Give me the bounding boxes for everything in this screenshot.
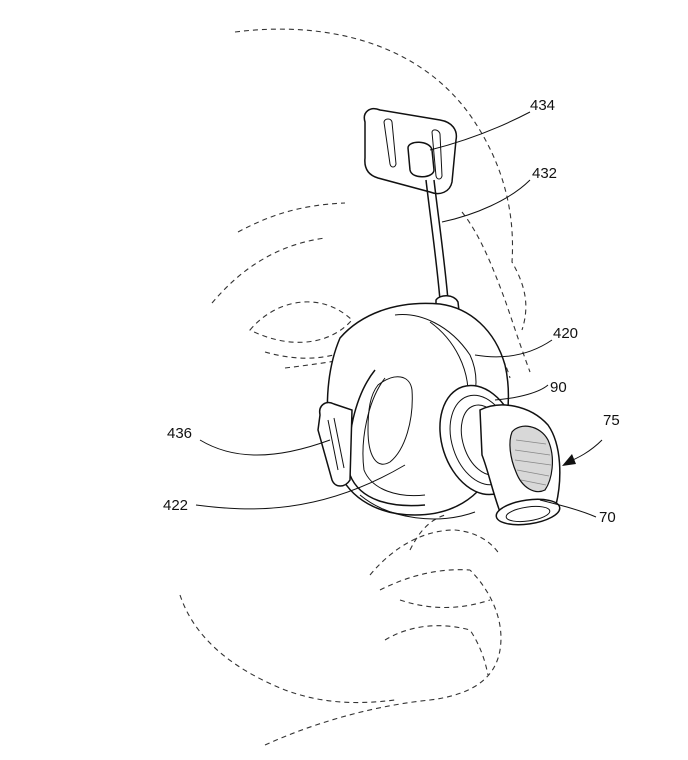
mouth-upper — [369, 529, 501, 576]
forehead-pad — [363, 108, 458, 195]
chin-inner — [384, 625, 489, 676]
forehead-pad-slot-right — [431, 129, 443, 180]
label-436: 436 — [167, 425, 192, 442]
label-422: 422 — [163, 497, 188, 514]
leader-420 — [474, 339, 553, 358]
headgear-clip — [317, 401, 353, 487]
lip-line — [399, 599, 491, 609]
cushion-inner — [362, 377, 426, 497]
chin-contour — [264, 569, 502, 746]
label-75: 75 — [603, 412, 620, 429]
elbow-assembly — [479, 404, 561, 526]
leader-90 — [494, 384, 549, 401]
reference-numerals: 434 432 420 90 75 436 422 70 — [163, 97, 620, 526]
forehead-pad-slot-left — [383, 118, 397, 168]
head-contour — [234, 28, 527, 331]
jaw-line — [409, 514, 446, 551]
cushion-rim — [359, 494, 476, 520]
leader-432 — [441, 179, 531, 223]
support-strut — [425, 179, 461, 323]
label-70: 70 — [599, 509, 616, 526]
vent-panel — [509, 425, 554, 493]
clip-body — [317, 401, 353, 487]
elbow-outlet — [495, 498, 561, 526]
leader-70 — [539, 499, 597, 518]
leader-434 — [429, 111, 531, 151]
vent-hatch — [514, 439, 552, 486]
label-432: 432 — [532, 165, 557, 182]
cushion-window — [367, 376, 413, 465]
face-outline — [179, 28, 531, 746]
leader-436 — [199, 439, 331, 456]
nose-bridge — [461, 211, 531, 373]
forehead-pad-boss — [407, 141, 435, 178]
label-420: 420 — [553, 325, 578, 342]
leader-422 — [195, 464, 406, 510]
leader-lines — [195, 111, 603, 518]
eyebrow — [237, 202, 346, 233]
strut-body — [425, 179, 449, 301]
clip-slot — [327, 417, 345, 471]
elbow-outlet-inner — [505, 505, 551, 523]
arrow-75-head — [562, 454, 576, 466]
eye-lower — [264, 344, 363, 359]
label-434: 434 — [530, 97, 555, 114]
eyebrow-upper — [211, 237, 326, 304]
mouth-lower — [379, 569, 471, 591]
eye — [249, 301, 353, 343]
label-90: 90 — [550, 379, 567, 396]
head-contour-left — [179, 594, 396, 704]
